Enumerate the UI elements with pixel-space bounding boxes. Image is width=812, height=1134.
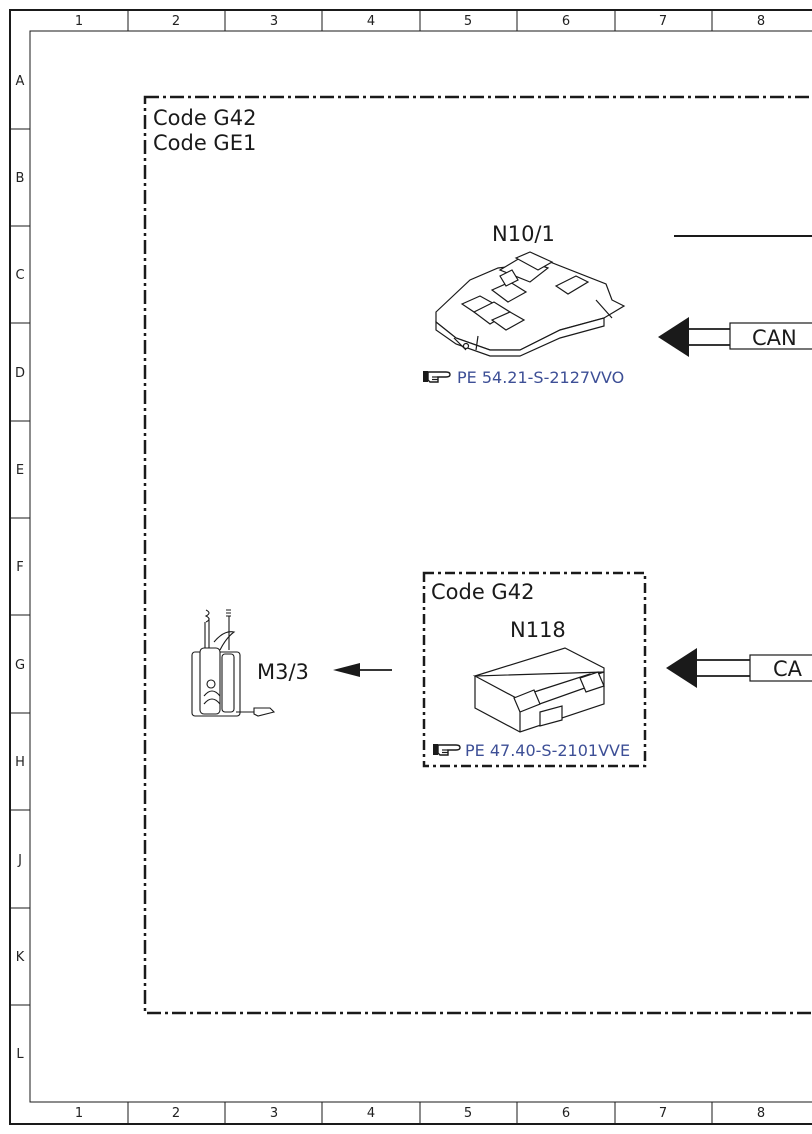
n118-reference-link[interactable]: PE 47.40-S-2101VVE — [465, 741, 631, 760]
top-column-label-2: 2 — [171, 14, 181, 29]
row-label-a: A — [15, 74, 25, 89]
top-column-ruler — [127, 10, 713, 31]
row-label-e: E — [15, 463, 25, 478]
n10-1-reference-link[interactable]: PE 54.21-S-2127VVO — [457, 368, 625, 387]
bottom-column-label-8: 8 — [756, 1106, 766, 1121]
bottom-column-label-6: 6 — [561, 1106, 571, 1121]
top-column-label-5: 5 — [463, 14, 473, 29]
bottom-column-label-2: 2 — [171, 1106, 181, 1121]
sheet-inner-frame — [29, 30, 812, 1103]
bottom-column-ruler — [127, 1102, 713, 1124]
row-label-j: J — [18, 853, 22, 868]
n10-1-control-unit-illustration — [435, 251, 626, 357]
row-label-k: K — [15, 950, 25, 965]
row-label-l: L — [16, 1047, 24, 1062]
n118-component-label: N118 — [510, 618, 566, 642]
n10-1-can-arrow — [658, 317, 812, 357]
top-column-label-8: 8 — [756, 14, 766, 29]
m3-3-pump-illustration — [191, 609, 276, 717]
pointing-hand-icon — [432, 741, 462, 757]
top-column-label-6: 6 — [561, 14, 571, 29]
row-label-g: G — [14, 658, 26, 673]
n118-module-illustration — [472, 647, 605, 733]
top-column-label-3: 3 — [269, 14, 279, 29]
n118-to-m3-3-arrow — [333, 663, 392, 677]
n118-can-arrow — [666, 648, 812, 688]
n10-1-can-bus-label: CAN — [752, 326, 797, 350]
m3-3-component-label: M3/3 — [257, 660, 309, 684]
bottom-column-label-1: 1 — [74, 1106, 84, 1121]
n10-1-component-label: N10/1 — [492, 222, 555, 246]
row-label-h: H — [15, 755, 25, 770]
top-column-label-1: 1 — [74, 14, 84, 29]
row-label-c: C — [15, 268, 25, 283]
bottom-column-label-5: 5 — [463, 1106, 473, 1121]
left-row-ruler — [10, 128, 30, 1006]
row-label-b: B — [15, 171, 25, 186]
row-label-d: D — [14, 366, 25, 381]
outer-box-code-g42: Code G42 — [153, 106, 257, 130]
n118-box-code-g42: Code G42 — [431, 580, 535, 604]
outer-box-code-ge1: Code GE1 — [153, 131, 257, 155]
option-box-n118 — [422, 571, 647, 768]
bottom-column-label-4: 4 — [366, 1106, 376, 1121]
top-column-label-7: 7 — [658, 14, 668, 29]
sheet-outer-frame — [9, 9, 812, 1125]
bottom-column-label-3: 3 — [269, 1106, 279, 1121]
top-column-label-4: 4 — [366, 14, 376, 29]
row-label-f: F — [16, 560, 24, 575]
option-box-outer — [143, 95, 812, 1015]
n118-can-bus-label: CA — [773, 657, 803, 681]
pointing-hand-icon — [422, 368, 452, 384]
bottom-column-label-7: 7 — [658, 1106, 668, 1121]
